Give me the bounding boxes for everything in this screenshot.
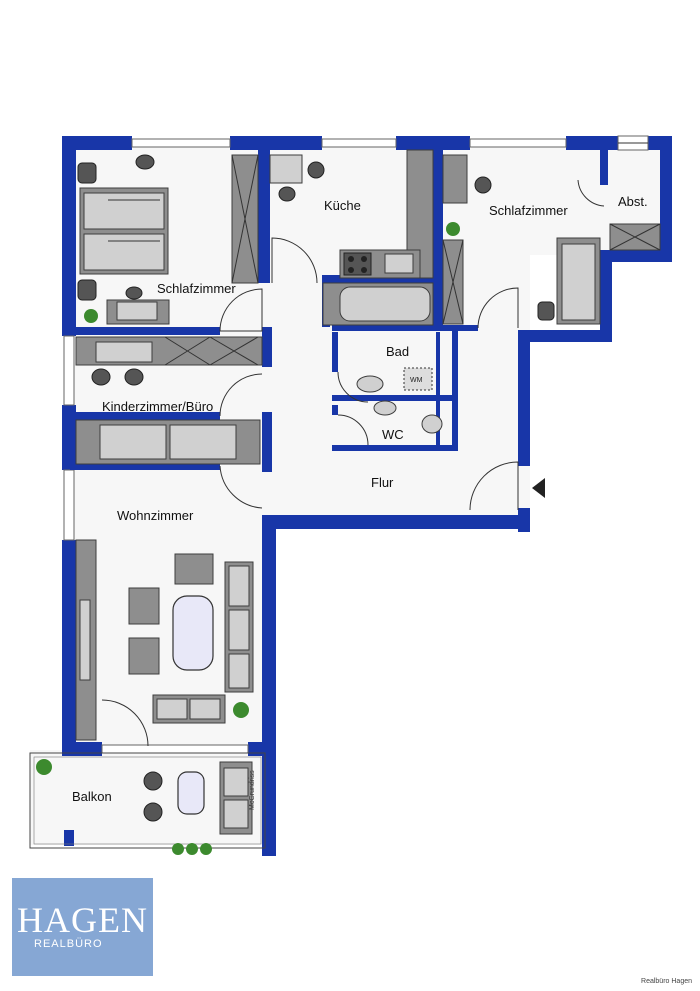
wardrobe-2 — [442, 154, 468, 325]
plant-icons — [36, 222, 460, 855]
outer-walls — [62, 136, 672, 856]
bed-single — [537, 237, 601, 325]
room-label-wc: WC — [382, 427, 404, 442]
windows — [63, 135, 649, 754]
room-label-schlafzimmer-2: Schlafzimmer — [489, 203, 568, 218]
bathtub — [322, 282, 434, 326]
room-label-flur: Flur — [371, 475, 394, 490]
kinderzimmer-shelf — [75, 336, 263, 366]
room-label-kueche: Küche — [324, 198, 361, 213]
room-label-wohnzimmer: Wohnzimmer — [117, 508, 194, 523]
chairs — [91, 154, 492, 822]
balcony-furniture — [29, 752, 266, 849]
washing-machine: WM — [403, 367, 433, 391]
washing-machine-label: WM — [410, 377, 423, 384]
hagen-logo: HAGEN REALBÜRO — [12, 878, 153, 976]
side-credit: McGrundriss — [249, 770, 256, 810]
room-label-kinderzimmer: Kinderzimmer/Büro — [102, 399, 213, 414]
entrance-arrow-icon — [532, 478, 545, 498]
kitchen-table — [269, 154, 303, 184]
wardrobe-1 — [231, 154, 259, 284]
room-label-schlafzimmer-1: Schlafzimmer — [157, 281, 236, 296]
armchairs — [128, 553, 214, 675]
door-swings — [101, 179, 605, 747]
logo-sub-text: REALBÜRO — [34, 938, 103, 950]
kitchen-counter — [339, 149, 434, 279]
bed-double — [77, 162, 169, 301]
logo-main-text: HAGEN — [17, 900, 148, 940]
sofa-kinderzimmer — [75, 419, 261, 465]
washbasin — [356, 375, 443, 434]
living-sofa — [152, 561, 254, 724]
living-cabinet — [75, 539, 97, 741]
room-label-abst: Abst. — [618, 194, 648, 209]
desk-1 — [106, 299, 170, 325]
room-label-bad: Bad — [386, 344, 409, 359]
credit-text: Realbüro Hagen — [641, 978, 692, 985]
living-table — [172, 595, 214, 671]
room-label-balkon: Balkon — [72, 789, 112, 804]
storage-box — [609, 223, 661, 251]
